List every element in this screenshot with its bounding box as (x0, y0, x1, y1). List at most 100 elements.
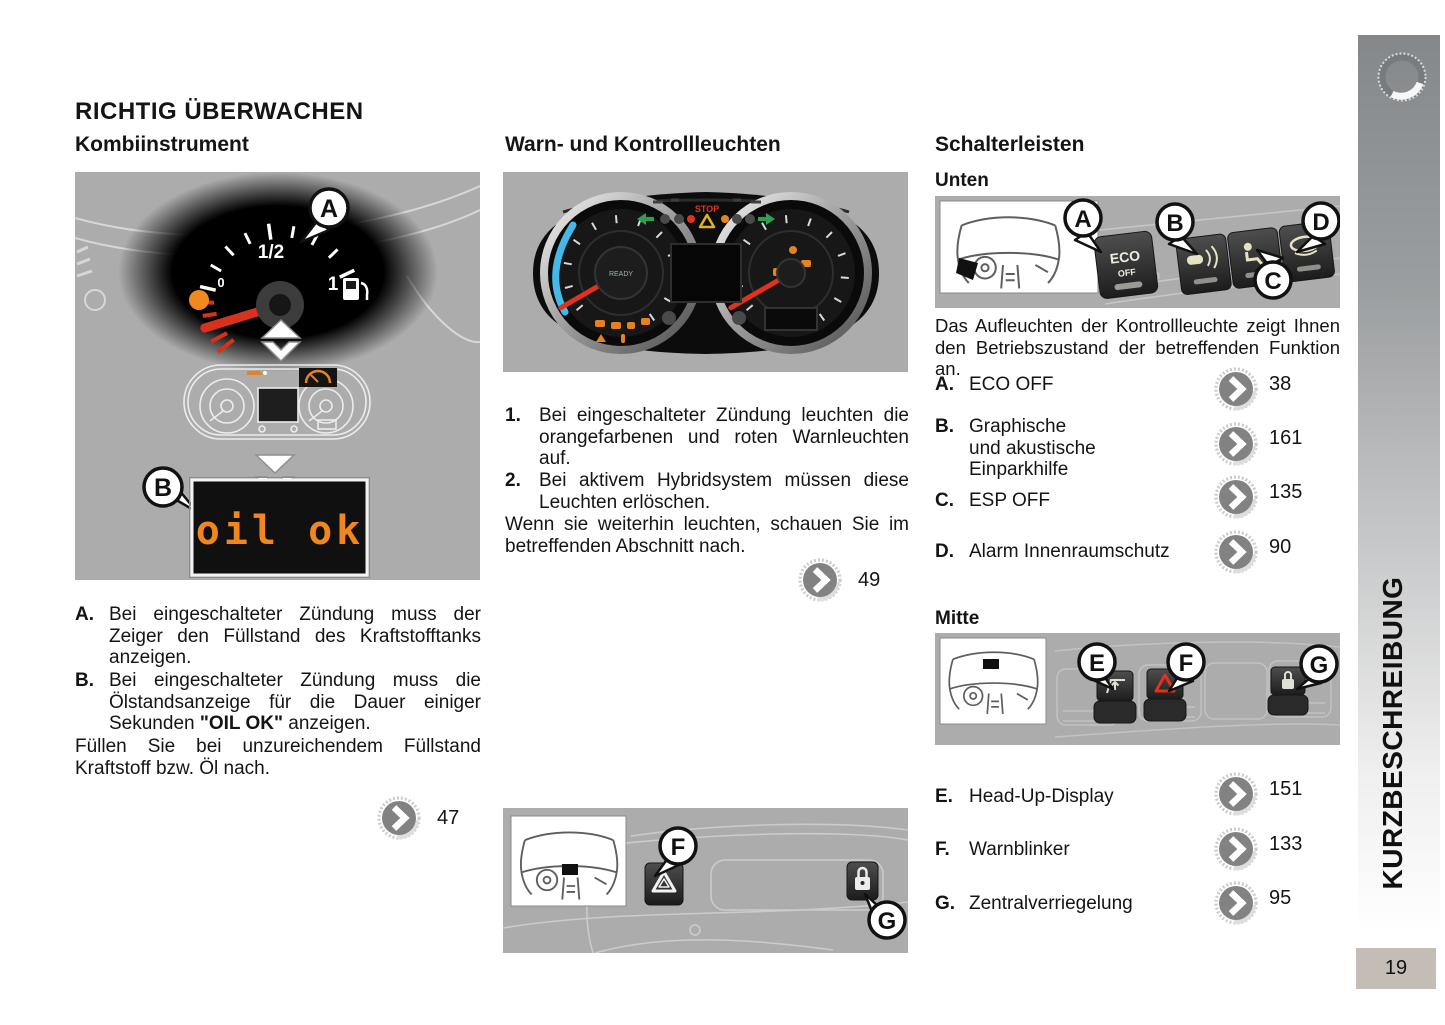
ref-page-number: 161 (1269, 427, 1303, 449)
warning-lamps-left (595, 318, 650, 343)
item-label: A. (75, 604, 94, 625)
page-ref-arrow-icon (1212, 365, 1260, 413)
gauge-zero-label: 0 (217, 275, 224, 290)
instrument-cluster: READY (533, 192, 879, 354)
indicator-lights-row: STOP (637, 198, 775, 229)
callout-e: E (1077, 642, 1117, 691)
gauge-half-label: 1/2 (258, 242, 284, 263)
stop-lamp-label: STOP (695, 204, 719, 214)
warning-triangle-icon (698, 213, 716, 229)
hazard-switch (644, 862, 684, 906)
head-up-display-icon (1106, 679, 1125, 694)
item-label: 1. (505, 405, 521, 426)
cluster-knob-left (662, 311, 676, 325)
hazard-triangle-icon (651, 870, 677, 893)
location-marker (562, 864, 578, 875)
svg-text:F: F (1179, 650, 1194, 677)
hazard-triangle-icon (1154, 673, 1176, 693)
item-text: Bei aktivem Hybridsystem müssen diese Le… (539, 470, 909, 513)
tachometer-gauge: READY (540, 192, 702, 354)
ref-row-eco-off: A. ECO OFF 38 (935, 374, 1340, 424)
eco-off-button: ECO OFF (1093, 230, 1159, 299)
cluster-knob-right (732, 311, 746, 325)
location-marker (983, 659, 999, 669)
hazard-switch (1143, 668, 1187, 722)
chapter-label: KURZBESCHREIBUNG (1377, 576, 1408, 890)
page-number: 19 (1356, 948, 1436, 989)
ref-row-esp-off: C. ESP OFF 135 (935, 490, 1340, 540)
page-ref-arrow-icon (375, 794, 423, 842)
callout-f: F (653, 826, 698, 878)
oil-ok-bold: "OIL OK" (199, 713, 283, 734)
ref-row-einparkhilfe: B. Graphische und akustische Einparkhilf… (935, 416, 1303, 480)
item-label: 2. (505, 470, 521, 491)
central-display (670, 243, 742, 303)
page-ref-arrow-icon (1212, 825, 1260, 873)
svg-text:F: F (671, 834, 686, 861)
gauge-dark-backdrop (118, 172, 438, 372)
oil-ok-text: oil ok (196, 508, 365, 554)
callout-d: D (1295, 201, 1340, 254)
speedometer-gauge (710, 192, 872, 354)
off-label: OFF (1117, 267, 1137, 279)
ref-page-number: 90 (1269, 536, 1292, 558)
callout-g: G (1295, 644, 1339, 691)
arrow-up-icon (260, 318, 302, 363)
col1-heading: Kombiinstrument (75, 133, 249, 156)
col3-heading: Schalterleisten (935, 133, 1085, 156)
item-text: Bei eingeschalteter Zündung leuchten die… (539, 405, 909, 469)
item-label: B. (75, 670, 94, 691)
eco-zone-arc (552, 221, 577, 316)
instrument-cluster-sketch (183, 364, 371, 440)
ref-page-number: 47 (437, 806, 460, 829)
ref-page-number: 49 (858, 568, 881, 591)
col1-page-reference: 47 (375, 794, 459, 842)
page-ref-arrow-icon (1212, 473, 1260, 521)
svg-text:G: G (878, 908, 897, 935)
svg-text:B: B (154, 474, 172, 502)
lock-icon (1282, 679, 1294, 689)
section-mitte-title: Mitte (935, 608, 980, 629)
chapter-sidebar (1358, 35, 1440, 935)
instrument-cluster-figure: READY (503, 172, 908, 372)
turn-signal-right-icon (758, 213, 775, 225)
svg-text:A: A (320, 195, 338, 223)
svg-text:D: D (1312, 209, 1329, 236)
col2-note: Wenn sie weiterhin leuchten, schauen Sie… (505, 514, 909, 557)
central-locking-switch (1267, 666, 1309, 716)
chapter-ring-icon (1377, 52, 1427, 102)
seat-icon (1243, 242, 1252, 251)
callout-f: F (1166, 642, 1206, 693)
location-inset (510, 815, 627, 907)
callout-a: A (299, 187, 350, 244)
svg-text:E: E (1089, 650, 1105, 677)
svg-text:C: C (1264, 268, 1281, 295)
lower-switch-panel-figure: ECO OFF (935, 196, 1340, 308)
gauge-one-label: 1 (328, 274, 339, 295)
col2-item-1: 1. Bei eingeschalteter Zündung leuchten … (505, 405, 909, 471)
svg-text:G: G (1310, 652, 1329, 679)
dashboard-switches-figure: F G (503, 808, 908, 953)
eco-label: ECO (1109, 247, 1141, 267)
ref-row-head-up-display: E. Head-Up-Display 151 (935, 786, 1340, 836)
item-text: Bei eingeschalteter Zündung muss die Öls… (109, 670, 481, 734)
fuel-gauge-figure: 1/2 1 0 A (75, 172, 480, 580)
page-ref-arrow-icon (796, 556, 844, 604)
svg-text:A: A (1074, 206, 1091, 233)
section-unten-title: Unten (935, 170, 989, 191)
turn-signal-left-icon (637, 213, 654, 225)
col2-item-2: 2. Bei aktivem Hybridsystem müssen diese… (505, 470, 909, 514)
fuel-pump-icon (343, 278, 369, 300)
fuel-gauge: 1/2 1 0 (189, 223, 369, 354)
col1-item-b: B. Bei eingeschalteter Zündung muss die … (75, 670, 481, 736)
location-marker (956, 258, 978, 280)
page-ref-arrow-icon (1212, 528, 1260, 576)
callout-a: A (1063, 198, 1103, 254)
ref-page-number: 135 (1269, 481, 1303, 503)
ref-page-number: 38 (1269, 373, 1292, 395)
location-inset (939, 637, 1047, 725)
oil-level-display: oil ok (189, 477, 370, 578)
col1-item-a: A. Bei eingeschalteter Zündung muss der … (75, 604, 481, 670)
mini-display-sketch (247, 368, 337, 387)
